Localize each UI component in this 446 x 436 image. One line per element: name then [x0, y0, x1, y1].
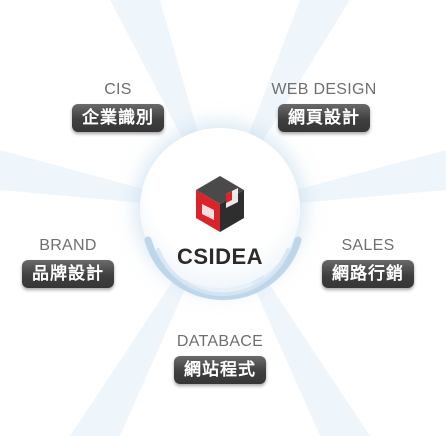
sales-button[interactable]: 網路行銷 — [322, 260, 414, 288]
database-label: DATABACE — [176, 333, 264, 350]
database-button[interactable]: 網站程式 — [174, 356, 266, 384]
brand-button[interactable]: 品牌設計 — [22, 260, 114, 288]
node-database: DATABACE 網站程式 — [156, 332, 284, 384]
cis-label: CIS — [104, 81, 132, 98]
node-sales: SALES 網路行銷 — [304, 236, 432, 288]
web-design-button[interactable]: 網頁設計 — [278, 104, 370, 132]
sales-label: SALES — [341, 237, 395, 254]
node-brand: BRAND 品牌設計 — [4, 236, 132, 288]
node-cis: CIS 企業識別 — [54, 80, 182, 132]
brand-name: CSIDEA — [176, 244, 264, 269]
center-logo[interactable]: CSIDEA — [140, 128, 300, 288]
csidea-cube-logo-icon — [196, 176, 244, 232]
cis-button[interactable]: 企業識別 — [72, 104, 164, 132]
node-web-design: WEB DESIGN 網頁設計 — [256, 80, 392, 132]
web-design-label: WEB DESIGN — [271, 81, 377, 98]
brand-label: BRAND — [39, 237, 97, 254]
